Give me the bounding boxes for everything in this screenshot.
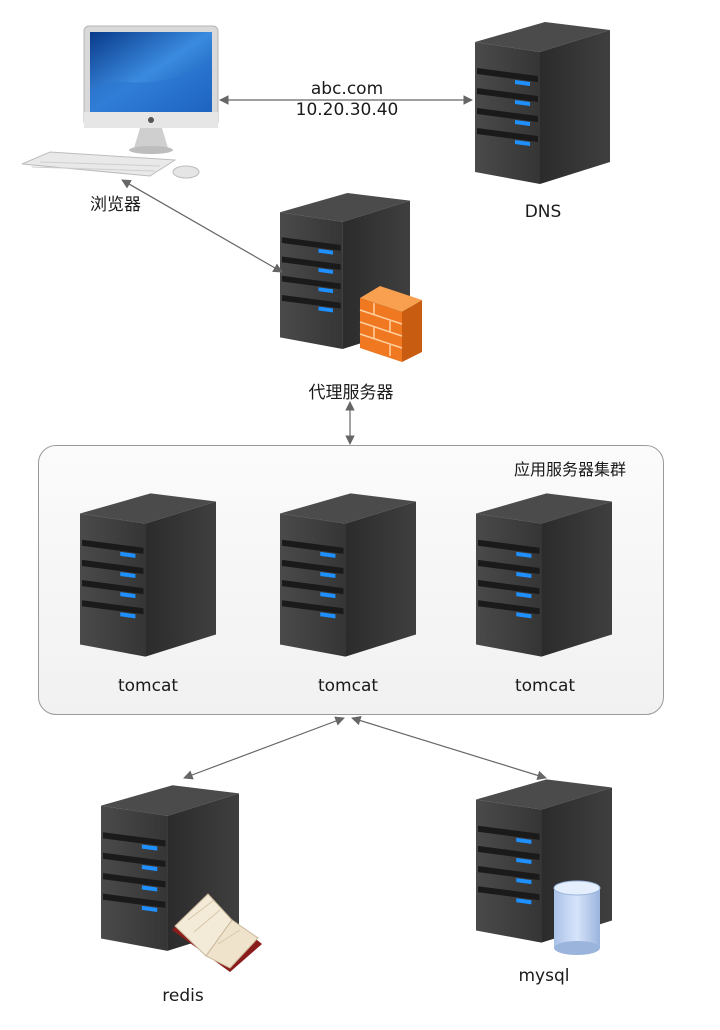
- proxy-label: 代理服务器: [308, 383, 394, 403]
- browser-label: 浏览器: [90, 195, 141, 215]
- redis-label: redis: [162, 986, 204, 1006]
- cluster-title: 应用服务器集群: [514, 460, 627, 479]
- tomcat-label-2: tomcat: [317, 676, 379, 696]
- tomcat-server-icon-2: [280, 493, 416, 657]
- tomcat-label-3: tomcat: [514, 676, 576, 696]
- mysql-label: mysql: [518, 966, 570, 986]
- tomcat-label-1: tomcat: [117, 676, 179, 696]
- cluster-mysql-arrow: [351, 715, 547, 781]
- firewall-icon: [359, 286, 422, 362]
- tomcat-server-icon-1: [80, 493, 216, 657]
- tomcat-server-icon-3: [476, 493, 612, 657]
- dns-server-icon: [475, 22, 610, 184]
- book-icon: [172, 893, 262, 972]
- cluster-redis-arrow: [183, 716, 345, 780]
- database-icon: [553, 880, 601, 955]
- dns-label: DNS: [524, 202, 562, 222]
- dns-link-domain: abc.com: [310, 79, 384, 99]
- browser-proxy-arrow: [121, 179, 283, 273]
- dns-link-ip: 10.20.30.40: [295, 100, 399, 120]
- computer-icon: [21, 25, 219, 179]
